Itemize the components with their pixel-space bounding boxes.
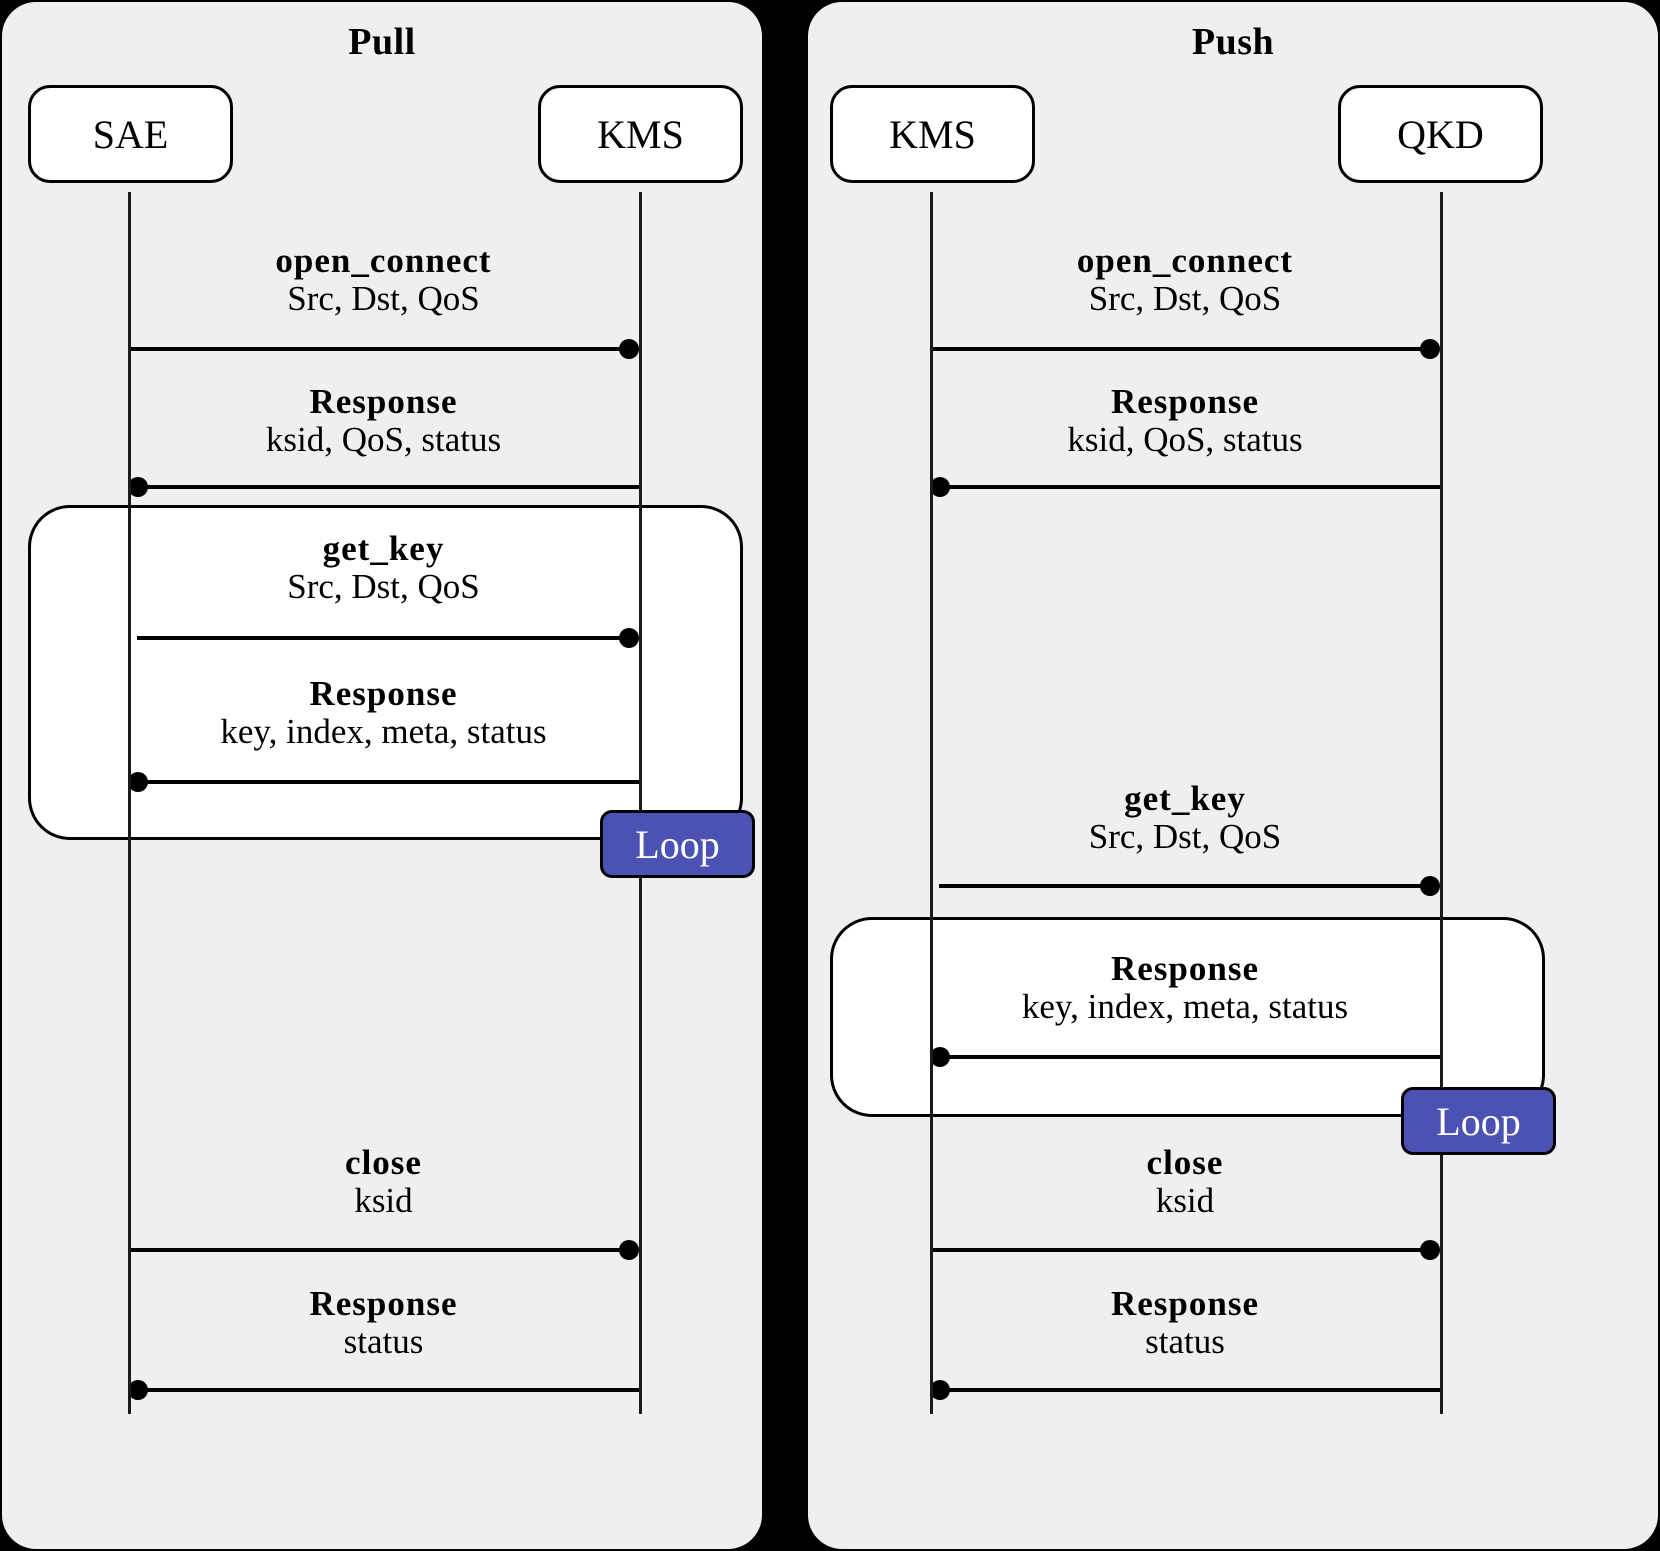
message-push-open-connect-args: Src, Dst, QoS	[1088, 278, 1282, 318]
panel-pull-title: Pull	[348, 21, 416, 63]
message-push-open-connect-response-arrowhead-dot	[930, 477, 950, 497]
message-push-close-response-arrowhead-dot	[930, 1380, 950, 1400]
message-push-open-connect-label: open_connect Src, Dst, QoS	[930, 242, 1440, 318]
message-pull-close-label: close ksid	[128, 1144, 639, 1220]
message-pull-close-name: close	[345, 1143, 422, 1182]
message-push-close-arrowhead-dot	[1420, 1240, 1440, 1260]
message-pull-get-key-line	[137, 636, 627, 640]
participant-kms-right[interactable]: KMS	[830, 85, 1035, 183]
message-push-close-label: close ksid	[930, 1144, 1440, 1220]
message-pull-get-key-response-line	[133, 780, 639, 784]
message-pull-get-key-arrowhead-dot	[619, 628, 639, 648]
message-pull-close-response-name: Response	[309, 1284, 458, 1323]
participant-qkd-label: QKD	[1397, 111, 1484, 157]
message-push-open-connect-response-line	[935, 485, 1440, 489]
message-push-get-key-response-label: Response key, index, meta, status	[930, 950, 1440, 1026]
participant-sae[interactable]: SAE	[28, 85, 233, 183]
message-pull-close-arrowhead-dot	[619, 1240, 639, 1260]
message-push-open-connect-response-args: ksid, QoS, status	[1067, 419, 1303, 459]
message-pull-close-response-line	[133, 1388, 639, 1392]
lifeline-sae	[128, 192, 131, 1414]
message-pull-get-key-response-name: Response	[309, 674, 458, 713]
message-push-get-key-line	[939, 884, 1429, 888]
message-pull-open-connect-args: Src, Dst, QoS	[287, 278, 480, 318]
participant-kms-left[interactable]: KMS	[538, 85, 743, 183]
message-pull-open-connect-arrowhead-dot	[619, 339, 639, 359]
loop-badge-pull[interactable]: Loop	[600, 810, 755, 878]
message-push-close-response-label: Response status	[930, 1285, 1440, 1361]
message-pull-open-connect-line	[128, 347, 634, 351]
participant-sae-label: SAE	[92, 111, 169, 157]
message-pull-get-key-response-label: Response key, index, meta, status	[128, 675, 639, 751]
message-push-close-name: close	[1146, 1143, 1224, 1182]
message-push-get-key-label: get_key Src, Dst, QoS	[930, 780, 1440, 856]
message-pull-close-args: ksid	[354, 1180, 413, 1220]
message-pull-open-connect-name: open_connect	[275, 241, 492, 280]
message-push-close-response-line	[935, 1388, 1440, 1392]
message-push-get-key-response-args: key, index, meta, status	[1021, 986, 1349, 1026]
message-push-open-connect-response-name: Response	[1110, 382, 1260, 421]
message-push-close-response-name: Response	[1110, 1284, 1260, 1323]
message-push-get-key-name: get_key	[1124, 779, 1246, 818]
message-pull-open-connect-label: open_connect Src, Dst, QoS	[128, 242, 639, 318]
message-pull-close-response-label: Response status	[128, 1285, 639, 1361]
message-pull-open-connect-response-name: Response	[309, 382, 458, 421]
participant-qkd[interactable]: QKD	[1338, 85, 1543, 183]
message-pull-get-key-response-arrowhead-dot	[128, 772, 148, 792]
message-pull-open-connect-response-arrowhead-dot	[128, 477, 148, 497]
message-push-close-response-args: status	[1145, 1321, 1225, 1361]
message-push-get-key-response-arrowhead-dot	[930, 1047, 950, 1067]
panel-push-title: Push	[1191, 21, 1275, 63]
message-pull-close-line	[128, 1248, 634, 1252]
message-pull-close-response-args: status	[343, 1321, 424, 1361]
lifeline-qkd	[1440, 192, 1443, 1414]
message-push-get-key-response-line	[935, 1055, 1440, 1059]
message-push-get-key-args: Src, Dst, QoS	[1088, 816, 1282, 856]
message-pull-open-connect-response-line	[133, 485, 639, 489]
message-pull-get-key-label: get_key Src, Dst, QoS	[128, 530, 639, 606]
message-pull-get-key-response-args: key, index, meta, status	[220, 711, 547, 751]
lifeline-kms-left	[639, 192, 642, 1414]
message-pull-get-key-args: Src, Dst, QoS	[287, 566, 480, 606]
message-push-open-connect-name: open_connect	[1076, 241, 1294, 280]
message-push-open-connect-arrowhead-dot	[1420, 339, 1440, 359]
loop-badge-push-label: Loop	[1436, 1098, 1521, 1144]
loop-frame-push	[830, 917, 1545, 1117]
message-pull-open-connect-response-args: ksid, QoS, status	[265, 419, 502, 459]
message-pull-open-connect-response-label: Response ksid, QoS, status	[128, 383, 639, 459]
loop-badge-pull-label: Loop	[635, 821, 720, 867]
message-push-close-args: ksid	[1155, 1180, 1215, 1220]
participant-kms-right-label: KMS	[889, 111, 976, 157]
lifeline-kms-right	[930, 192, 933, 1414]
message-push-get-key-response-name: Response	[1110, 949, 1260, 988]
panel-push: Push KMS QKD Loop open_connect Src, Dst,…	[808, 2, 1658, 1549]
participant-kms-left-label: KMS	[597, 111, 684, 157]
message-push-open-connect-response-label: Response ksid, QoS, status	[930, 383, 1440, 459]
message-push-get-key-arrowhead-dot	[1420, 876, 1440, 896]
message-pull-close-response-arrowhead-dot	[128, 1380, 148, 1400]
message-push-close-line	[930, 1248, 1435, 1252]
message-push-open-connect-line	[930, 347, 1435, 351]
message-pull-get-key-name: get_key	[322, 529, 445, 568]
panel-pull: Pull SAE KMS Loop open_connect Src, Dst,…	[2, 2, 762, 1549]
loop-badge-push[interactable]: Loop	[1401, 1087, 1556, 1155]
